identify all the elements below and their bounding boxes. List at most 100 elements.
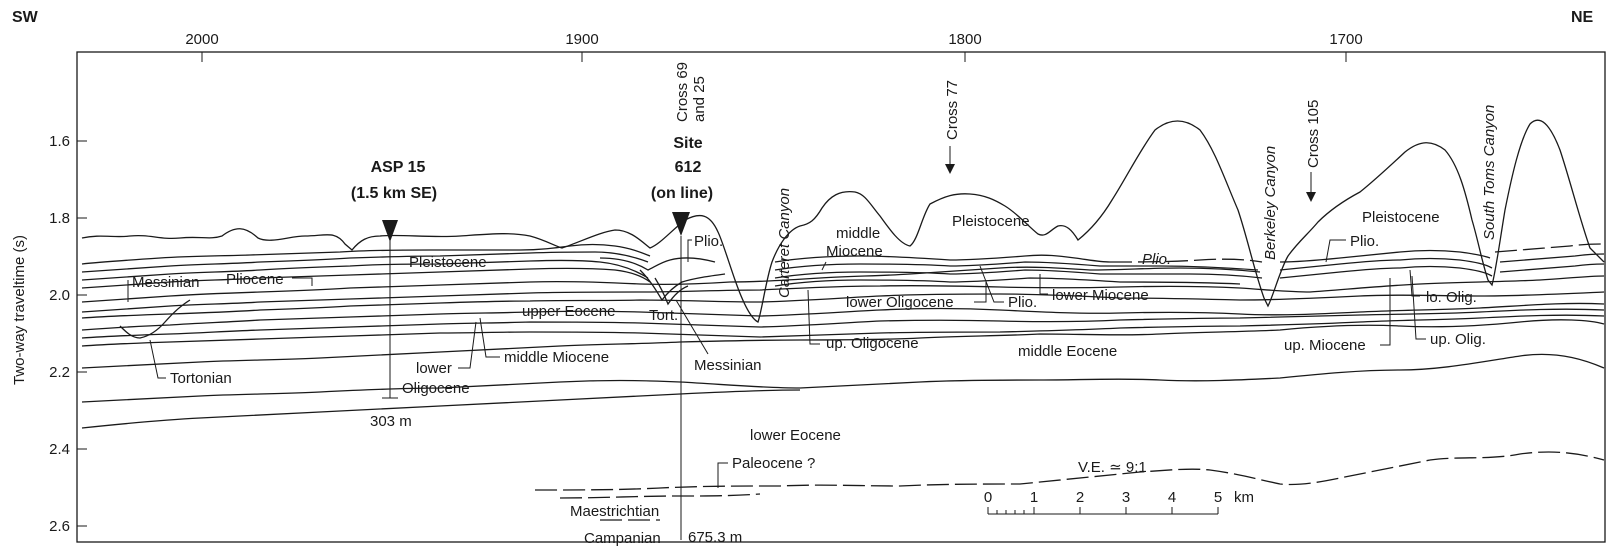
- horizon-middle-miocene-base: [81, 266, 1261, 303]
- unit-middle-eocene: middle Eocene: [1018, 343, 1117, 360]
- unit-messinian-site: Messinian: [694, 357, 762, 374]
- leader-line: [149, 339, 166, 379]
- horizon-central-7: [774, 277, 1241, 287]
- scale-tick-label: 1: [1030, 489, 1038, 506]
- cross105-arrow-icon: [1306, 192, 1316, 202]
- horizon-deep-3: [81, 389, 801, 429]
- ne-label: NE: [1571, 9, 1594, 26]
- asp15-arrowhead-icon: [382, 220, 398, 242]
- sw-label: SW: [12, 9, 39, 26]
- unit-plio-site: Plio.: [694, 233, 723, 250]
- leader-line: [974, 282, 987, 303]
- scale-tick-label: 0: [984, 489, 992, 506]
- leader-line: [821, 261, 827, 271]
- asp15-name: ASP 15: [371, 159, 426, 176]
- unit-plio-mid: Plio.: [1142, 251, 1171, 268]
- unit-tort: Tort.: [649, 307, 678, 324]
- scale-bar: V.E. ≃ 9:1 0 1 2 3 4 5 km: [984, 459, 1254, 515]
- x-tick-label: 2000: [185, 31, 218, 48]
- unit-middle-miocene-left: middle Miocene: [504, 349, 609, 366]
- unit-plio-mid2: Plio.: [1008, 294, 1037, 311]
- unit-campanian: Campanian: [584, 530, 661, 547]
- unit-up-olig: up. Olig.: [1430, 331, 1486, 348]
- leader-line: [1325, 239, 1346, 263]
- leader-line: [1411, 275, 1426, 340]
- cross69-label-2: and 25: [691, 76, 708, 122]
- cross69-label: Cross 69: [674, 62, 691, 122]
- x-axis: 2000 1900 1800 1700: [185, 31, 1363, 62]
- asp15-marker: ASP 15 (1.5 km SE) 303 m: [351, 159, 437, 430]
- horizon-central-2: [639, 269, 726, 302]
- leader-line: [675, 299, 709, 355]
- leader-line: [979, 265, 1004, 303]
- y-axis: 1.6 1.8 2.0 2.2 2.4 2.6 Two-way travelti…: [11, 133, 87, 535]
- y-tick-label: 2.0: [49, 287, 70, 304]
- horizon-central-5: [774, 261, 1259, 271]
- horizon-tortonian-pod: [119, 299, 191, 339]
- plot-frame: [76, 51, 1606, 543]
- horizon-right-5: [1499, 263, 1605, 273]
- leader-line: [807, 289, 820, 345]
- unit-lo-olig: lo. Olig.: [1426, 289, 1477, 306]
- unit-lower-eocene: lower Eocene: [750, 427, 841, 444]
- leader-line: [292, 277, 313, 286]
- berkeley-canyon-label: Berkeley Canyon: [1262, 146, 1279, 260]
- horizon-deep-2: [81, 353, 1605, 403]
- site612-arrowhead-icon: [672, 212, 690, 236]
- carteret-canyon-label: Carteret Canyon: [776, 188, 793, 298]
- unit-tortonian: Tortonian: [170, 370, 232, 387]
- horizon-central-1: [599, 257, 716, 271]
- unit-lower-oligocene-2: Oligocene: [402, 380, 470, 397]
- site612-depth: 675.3 m: [688, 529, 742, 546]
- y-axis-title: Two-way traveltime (s): [11, 235, 28, 385]
- cross77-label: Cross 77: [944, 80, 961, 140]
- y-tick-label: 2.2: [49, 364, 70, 381]
- scale-unit: km: [1234, 489, 1254, 506]
- unit-lower-miocene: lower Miocene: [1052, 287, 1149, 304]
- cross77-marker: Cross 77: [944, 80, 961, 174]
- x-tick-label: 1900: [565, 31, 598, 48]
- horizon-pliocene-base: [81, 251, 649, 273]
- site612-name: Site: [673, 135, 702, 152]
- horizon-paleocene-dashed: [534, 451, 1605, 491]
- site612-number: 612: [675, 159, 702, 176]
- cross105-marker: Cross 105: [1305, 100, 1322, 202]
- unit-pleistocene-left: Pleistocene: [409, 254, 487, 271]
- horizon-messinian-base: [81, 259, 649, 281]
- horizon-6: [81, 314, 1605, 347]
- y-tick-label: 1.6: [49, 133, 70, 150]
- unit-pleistocene-right: Pleistocene: [1362, 209, 1440, 226]
- unit-lower-oligocene-1: lower: [416, 360, 452, 377]
- scale-tick-label: 3: [1122, 489, 1130, 506]
- site612-note: (on line): [651, 185, 713, 202]
- cross105-label: Cross 105: [1305, 100, 1322, 168]
- horizon-right-1: [1279, 249, 1491, 263]
- vertical-exaggeration: V.E. ≃ 9:1: [1078, 459, 1147, 476]
- cross77-arrow-icon: [945, 164, 955, 174]
- unit-lower-oligocene-mid: lower Oligocene: [846, 294, 954, 311]
- south-toms-canyon-label: South Toms Canyon: [1481, 105, 1498, 240]
- scale-tick-label: 2: [1076, 489, 1084, 506]
- unit-paleocene: Paleocene ?: [732, 455, 815, 472]
- scale-tick-label: 5: [1214, 489, 1222, 506]
- unit-up-oligocene: up. Oligocene: [826, 335, 919, 352]
- unit-plio-right: Plio.: [1350, 233, 1379, 250]
- unit-up-miocene: up. Miocene: [1284, 337, 1366, 354]
- horizon-maestrichtian-dashed: [559, 493, 761, 499]
- horizon-pleistocene-base: [81, 243, 651, 265]
- unit-pliocene: Pliocene: [226, 271, 284, 288]
- horizon-right-2: [1279, 257, 1493, 271]
- horizon-lower-eocene-top: [81, 319, 1605, 369]
- seafloor-line: [81, 119, 1605, 323]
- horizon-central-6: [774, 269, 1263, 279]
- y-tick-label: 2.4: [49, 441, 70, 458]
- horizon-central-3: [654, 277, 689, 306]
- unit-messinian-left: Messinian: [132, 274, 200, 291]
- horizon-right-dashed: [1494, 243, 1605, 253]
- scale-tick-label: 4: [1168, 489, 1176, 506]
- unit-upper-eocene: upper Eocene: [522, 303, 615, 320]
- leader-line: [479, 317, 500, 358]
- horizon-5: [81, 308, 1605, 339]
